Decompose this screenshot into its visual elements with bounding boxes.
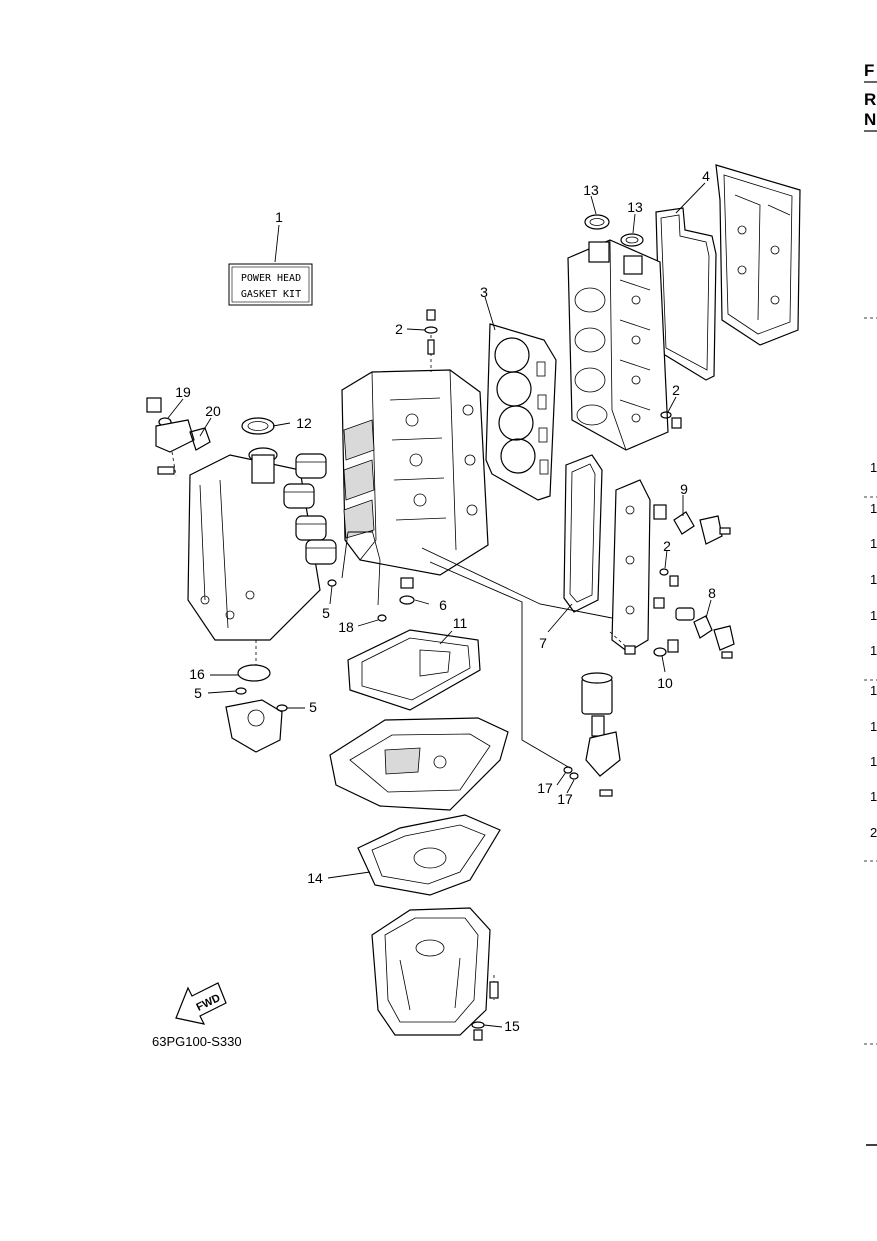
fitting-19-20	[146, 397, 211, 477]
callout-numbers: 1 2 3 4 13 13 19 20 12 2 9 2 8 10 7 6 5 …	[175, 168, 716, 1034]
kit-label-line2: GASKET KIT	[241, 289, 301, 300]
callout-5b: 5	[194, 685, 202, 701]
callout-1: 1	[275, 209, 283, 225]
callout-8: 8	[708, 585, 716, 601]
o-ring-18	[377, 614, 387, 622]
exhaust-cover-gasket	[655, 207, 717, 381]
pistons	[283, 453, 337, 565]
edge-header-n: N	[864, 110, 876, 129]
callout-5c: 5	[309, 699, 317, 715]
gasket-kit-label: POWER HEAD GASKET KIT	[228, 263, 313, 306]
bolt-2-mid	[659, 568, 679, 587]
crankshaft-assembly	[187, 447, 337, 641]
callout-4: 4	[702, 168, 710, 184]
edge-item-3: 1	[870, 536, 877, 551]
right-edge-column: F R N 1 1 1 1 1 1 1 1 1 1 2	[864, 61, 877, 1146]
callout-2-mid: 2	[663, 538, 671, 554]
callout-7: 7	[539, 635, 547, 651]
edge-item-9: 1	[870, 754, 877, 769]
callout-17a: 17	[537, 780, 553, 796]
edge-item-4: 1	[870, 572, 877, 587]
callout-14: 14	[307, 870, 323, 886]
edge-item-6: 1	[870, 643, 877, 658]
thermostat-9	[653, 504, 731, 545]
plug-6	[399, 577, 415, 605]
edge-item-11: 2	[870, 825, 877, 840]
callout-5a: 5	[322, 605, 330, 621]
callout-2-upper: 2	[672, 382, 680, 398]
oil-pan	[371, 907, 491, 1036]
callout-17b: 17	[557, 791, 573, 807]
callout-11: 11	[453, 615, 468, 631]
callout-12: 12	[296, 415, 312, 431]
kit-label-line1: POWER HEAD	[241, 273, 301, 284]
bolt-2-upper	[660, 411, 682, 429]
washer-10	[653, 639, 679, 657]
water-pump-housing	[225, 640, 288, 753]
o-ring-16	[237, 664, 271, 682]
callout-13a: 13	[583, 182, 599, 198]
callout-10: 10	[657, 675, 673, 691]
callout-3: 3	[480, 284, 488, 300]
oil-filter-assembly	[563, 672, 621, 797]
diagram-code: 63PG100-S330	[152, 1034, 242, 1049]
fwd-arrow-icon: FWD	[175, 982, 227, 1025]
callout-20: 20	[205, 403, 221, 419]
callout-2-top: 2	[395, 321, 403, 337]
callout-13b: 13	[627, 199, 643, 215]
edge-header-r: R	[864, 90, 876, 109]
oil-seal-12	[241, 417, 275, 435]
cylinder-head	[567, 239, 669, 451]
link-line-2	[429, 561, 571, 769]
thermostat-8	[653, 597, 735, 659]
edge-item-7: 1	[870, 683, 877, 698]
gasket-14	[357, 814, 501, 896]
oil-seal-13a	[584, 214, 610, 230]
gasket-11	[347, 629, 481, 711]
callout-16: 16	[189, 666, 205, 682]
edge-item-8: 1	[870, 719, 877, 734]
callout-18: 18	[338, 619, 354, 635]
bolt-2-top	[424, 309, 438, 372]
edge-item-1: 1	[870, 460, 877, 475]
exhaust-cover-plate	[715, 164, 801, 346]
edge-header-f: F	[864, 61, 874, 80]
water-hose	[371, 529, 381, 606]
edge-item-5: 1	[870, 608, 877, 623]
link-line-1	[421, 547, 613, 619]
exhaust-guide	[329, 717, 509, 811]
cylinder-block	[341, 369, 489, 576]
callout-19: 19	[175, 384, 191, 400]
callout-15: 15	[504, 1018, 520, 1034]
exhaust-gasket-7	[563, 454, 603, 613]
o-ring-5a	[327, 579, 337, 587]
leader-lines	[167, 182, 712, 1028]
edge-item-10: 1	[870, 789, 877, 804]
callout-9: 9	[680, 481, 688, 497]
callout-6: 6	[439, 597, 447, 613]
edge-item-2: 1	[870, 501, 877, 516]
head-gasket	[485, 323, 557, 501]
oil-seal-13b	[620, 233, 644, 247]
exhaust-inner-cover	[609, 479, 651, 655]
